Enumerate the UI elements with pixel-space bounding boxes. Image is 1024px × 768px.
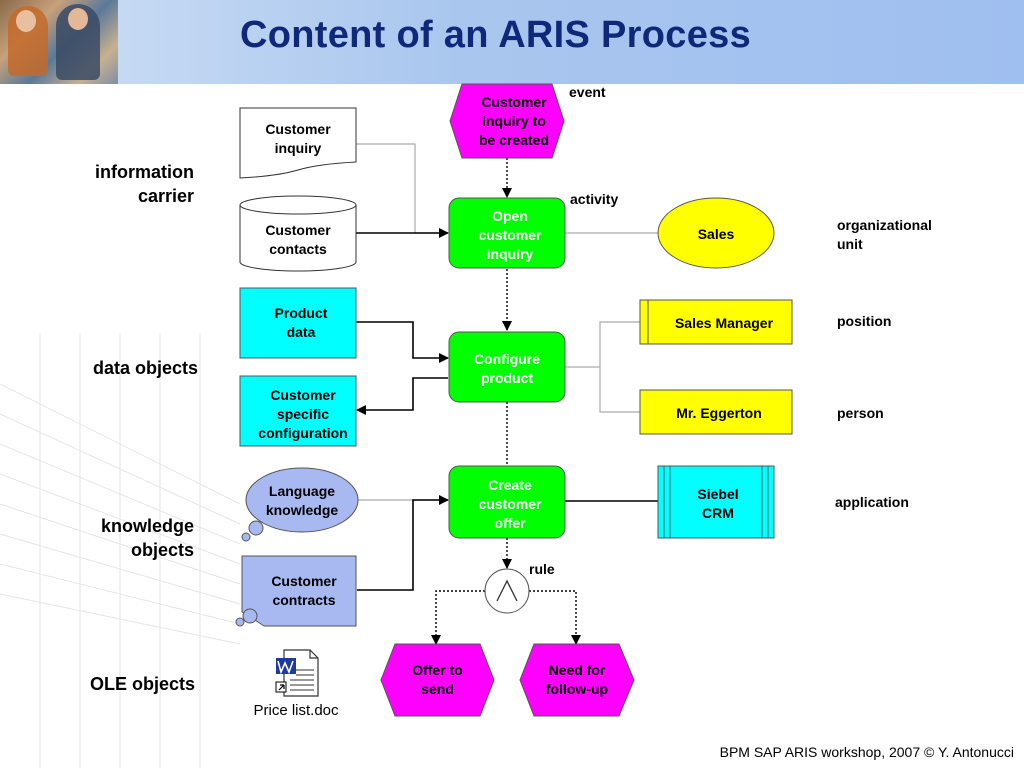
rule-symbol <box>496 579 518 602</box>
activity-shape <box>448 197 566 269</box>
label-position: position <box>837 313 892 329</box>
connector-contracts-to-offer <box>357 495 449 591</box>
thought-bubble-small <box>242 608 258 624</box>
label-activity: activity <box>570 191 619 207</box>
node-org-sales: Sales <box>697 225 735 242</box>
label-organizational-unit: organizational unit <box>837 217 932 252</box>
document-shape <box>239 107 357 179</box>
photo-figure-head <box>16 10 36 32</box>
node-activity-configure-product: Configure product <box>473 351 541 386</box>
node-person-mr-eggerton: Mr. Eggerton <box>676 404 762 421</box>
application-shape <box>657 465 775 539</box>
node-customer-specific-configuration: Customer specific configuration <box>258 386 348 441</box>
product-data-shape <box>239 287 357 359</box>
node-event-offer-to-send: Offer to send <box>412 662 463 697</box>
configuration-shape <box>239 375 357 447</box>
label-application: application <box>835 494 909 510</box>
event-shape <box>519 643 635 717</box>
thought-bubble-tiny <box>241 532 251 542</box>
header-banner: Content of an ARIS Process <box>0 0 1024 84</box>
position-shape <box>639 299 793 345</box>
node-customer-inquiry: Customer inquiry <box>265 121 331 156</box>
node-app-siebel-crm: Siebel CRM <box>697 486 739 521</box>
node-event-customer-inquiry: Customer inquiry to be created <box>478 93 550 148</box>
person-shape <box>639 389 793 435</box>
connector-configure-to-positions <box>565 321 640 368</box>
page-title: Content of an ARIS Process <box>240 14 752 56</box>
connector-inquiry-to-activity <box>356 143 448 234</box>
database-top <box>239 195 357 215</box>
connector-configure-to-config-output <box>356 377 448 415</box>
category-data-objects: data objects <box>92 358 198 378</box>
node-customer-contracts: Customer contracts <box>271 573 337 608</box>
database-shape <box>239 205 357 272</box>
node-customer-contacts: Customer contacts <box>265 222 331 257</box>
category-information-carrier: information carrier <box>95 162 194 206</box>
connectors <box>352 143 665 645</box>
flow-rule-to-follow-up <box>529 590 581 645</box>
node-activity-open-inquiry: Open customer inquiry <box>478 207 542 262</box>
event-shape <box>449 83 565 159</box>
node-product-data: Product data <box>274 305 328 340</box>
connector-product-data-to-configure <box>356 321 449 363</box>
connector-configure-to-person <box>599 367 640 413</box>
thought-bubble-tiny <box>235 617 245 627</box>
category-ole-objects: OLE objects <box>89 674 195 694</box>
word-document-icon <box>250 644 342 722</box>
category-knowledge-objects: knowledge objects <box>100 516 194 560</box>
label-event: event <box>569 84 606 100</box>
rule-shape <box>484 568 530 614</box>
header-photo <box>0 0 118 84</box>
thought-bubble-small <box>248 520 264 536</box>
background-decoration <box>0 334 241 768</box>
org-unit-shape <box>657 197 775 269</box>
activity-shape <box>448 465 566 539</box>
event-shape <box>380 643 495 717</box>
footer-credit: BPM SAP ARIS workshop, 2007 © Y. Antonuc… <box>719 744 1014 760</box>
photo-figure-head <box>68 8 88 30</box>
flow-rule-to-offer-send <box>431 590 485 645</box>
node-activity-create-offer: Create customer offer <box>478 476 542 531</box>
node-price-list-doc: Price list.doc <box>253 702 339 719</box>
activity-shape <box>448 331 566 403</box>
node-position-sales-manager: Sales Manager <box>674 314 774 331</box>
label-person: person <box>837 405 884 421</box>
label-rule: rule <box>529 561 555 577</box>
node-event-need-follow-up: Need for follow-up <box>545 662 609 697</box>
language-knowledge-shape <box>245 467 359 533</box>
node-language-knowledge: Language knowledge <box>265 483 339 518</box>
